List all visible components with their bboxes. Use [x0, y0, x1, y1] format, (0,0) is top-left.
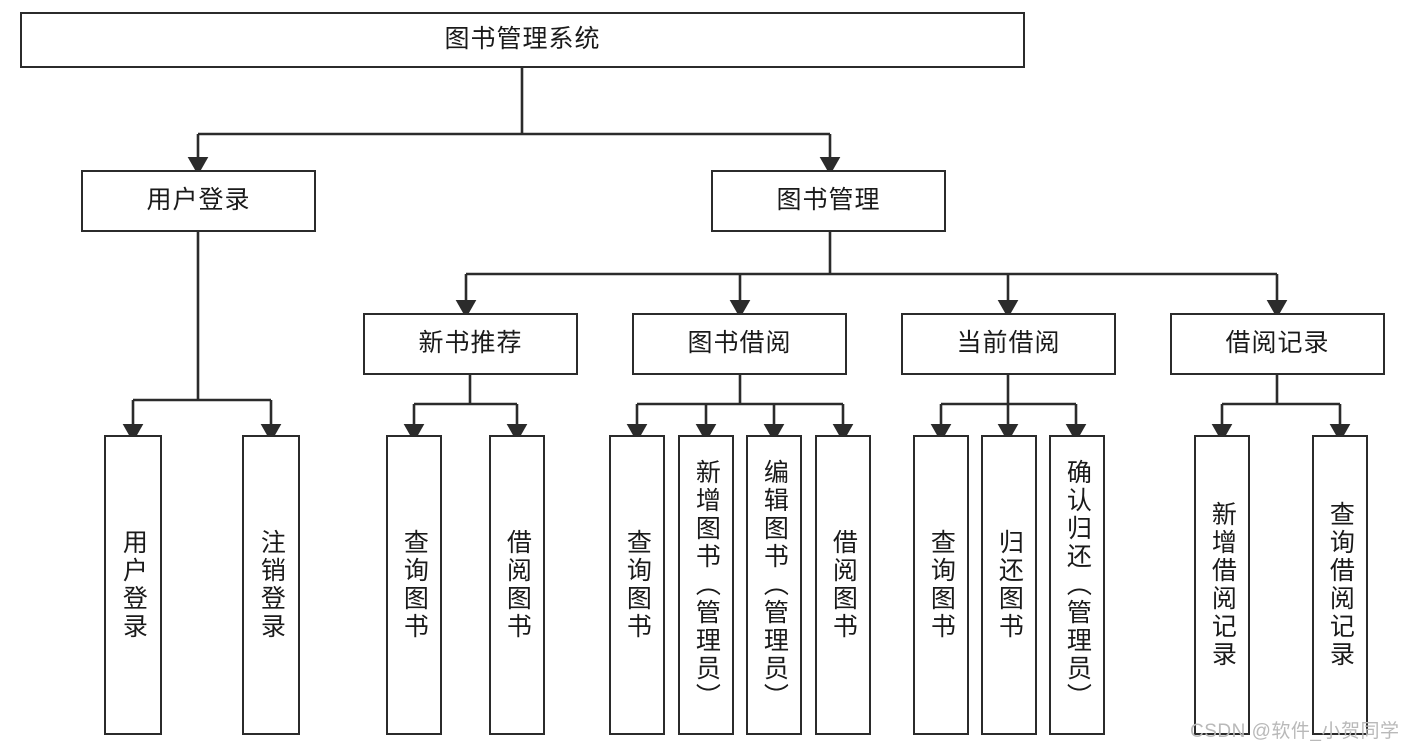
node-leaf-borrow-book-1[interactable]: 借阅图书: [489, 435, 545, 735]
node-label: 借阅图书: [829, 529, 858, 641]
node-root-system[interactable]: 图书管理系统: [20, 12, 1025, 68]
node-label: 归还图书: [995, 529, 1024, 641]
node-leaf-logout-login[interactable]: 注销登录: [242, 435, 300, 735]
node-label: 编辑图书（管理员）: [760, 459, 789, 711]
node-label: 查询图书: [927, 529, 956, 641]
node-leaf-query-book-2[interactable]: 查询图书: [609, 435, 665, 735]
node-label: 查询图书: [623, 529, 652, 641]
node-leaf-borrow-book-2[interactable]: 借阅图书: [815, 435, 871, 735]
node-label: 查询借阅记录: [1326, 501, 1355, 669]
node-leaf-query-book-3[interactable]: 查询图书: [913, 435, 969, 735]
node-leaf-return-book[interactable]: 归还图书: [981, 435, 1037, 735]
node-book-borrow[interactable]: 图书借阅: [632, 313, 847, 375]
node-label: 借阅图书: [503, 529, 532, 641]
node-label: 新增借阅记录: [1208, 501, 1237, 669]
node-leaf-add-book[interactable]: 新增图书（管理员）: [678, 435, 734, 735]
node-new-book-recommend[interactable]: 新书推荐: [363, 313, 578, 375]
node-label: 借阅记录: [1225, 329, 1330, 358]
node-label: 图书管理系统: [444, 25, 601, 54]
csdn-watermark: CSDN @软件_小贺同学: [1190, 721, 1400, 742]
node-label: 查询图书: [400, 529, 429, 641]
node-user-login[interactable]: 用户登录: [81, 170, 316, 232]
node-leaf-user-login[interactable]: 用户登录: [104, 435, 162, 735]
node-leaf-query-book-1[interactable]: 查询图书: [386, 435, 442, 735]
node-borrow-record[interactable]: 借阅记录: [1170, 313, 1385, 375]
node-label: 注销登录: [257, 529, 286, 641]
node-label: 新增图书（管理员）: [692, 459, 721, 711]
node-leaf-query-record[interactable]: 查询借阅记录: [1312, 435, 1368, 735]
node-label: 图书借阅: [687, 329, 792, 358]
node-book-management[interactable]: 图书管理: [711, 170, 946, 232]
node-leaf-add-record[interactable]: 新增借阅记录: [1194, 435, 1250, 735]
node-label: 确认归还（管理员）: [1063, 459, 1092, 711]
node-label: 用户登录: [146, 186, 251, 215]
node-label: 当前借阅: [956, 329, 1061, 358]
node-current-borrow[interactable]: 当前借阅: [901, 313, 1116, 375]
node-leaf-confirm-return[interactable]: 确认归还（管理员）: [1049, 435, 1105, 735]
node-label: 新书推荐: [418, 329, 523, 358]
node-label: 用户登录: [119, 529, 148, 641]
node-leaf-edit-book[interactable]: 编辑图书（管理员）: [746, 435, 802, 735]
node-label: 图书管理: [776, 186, 881, 215]
